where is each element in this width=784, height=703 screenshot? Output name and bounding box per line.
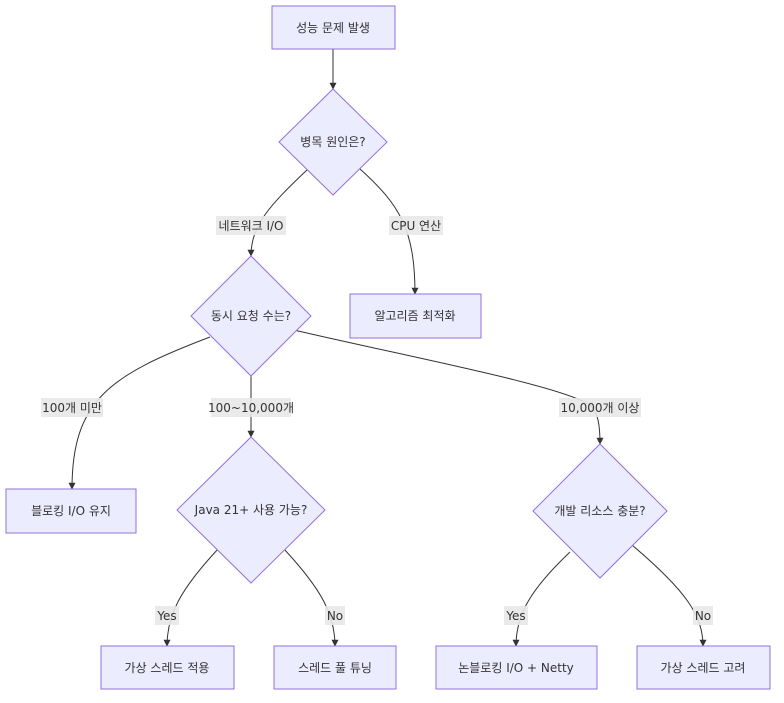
edge-java21-pool-tuning	[283, 548, 339, 647]
edge-concurrency-devres	[293, 329, 604, 445]
node-pool-tuning: 스레드 풀 튜닝	[273, 645, 397, 690]
edge-labels: 네트워크 I/O CPU 연산 100개 미만 100~10,000개 10,0…	[41, 216, 713, 625]
node-concurrency-label: 동시 요청 수는?	[211, 309, 291, 323]
edge-label-mid: 100~10,000개	[208, 398, 294, 417]
edge-java21-virtual-apply	[163, 548, 219, 647]
edge-label-gt10000-text: 10,000개 이상	[561, 401, 640, 415]
edge-label-yes2-text: Yes	[505, 609, 525, 623]
node-nonblocking-label: 논블로킹 I/O + Netty	[458, 661, 574, 675]
edge-label-yes2: Yes	[504, 606, 528, 625]
node-algo: 알고리즘 최적화	[349, 293, 482, 339]
edge-label-cpu-text: CPU 연산	[391, 219, 441, 233]
node-concurrency: 동시 요청 수는?	[190, 255, 312, 377]
edge-label-no2: No	[693, 606, 713, 625]
node-virtual-consider: 가상 스레드 고려	[636, 645, 771, 690]
nodes: 성능 문제 발생 병목 원인은? 알고리즘 최적화 동시 요청 수는? 블로킹 …	[5, 5, 771, 690]
edge-label-yes1-text: Yes	[156, 609, 176, 623]
node-java21-label: Java 21+ 사용 가능?	[194, 503, 308, 517]
node-bottleneck: 병목 원인은?	[278, 88, 388, 196]
node-blocking-label: 블로킹 I/O 유지	[31, 504, 111, 518]
node-bottleneck-label: 병목 원인은?	[300, 135, 365, 149]
edge-label-lt100: 100개 미만	[41, 398, 103, 417]
edge-label-yes1: Yes	[155, 606, 179, 625]
node-virtual-consider-label: 가상 스레드 고려	[661, 661, 746, 675]
edges	[68, 49, 707, 647]
node-java21: Java 21+ 사용 가능?	[176, 436, 326, 584]
edge-label-network-io-text: 네트워크 I/O	[218, 219, 283, 233]
edge-devres-nonblocking	[512, 551, 571, 647]
edge-label-mid-text: 100~10,000개	[208, 401, 294, 415]
edge-label-no1-text: No	[327, 609, 343, 623]
edge-label-cpu: CPU 연산	[389, 216, 443, 235]
node-start: 성능 문제 발생	[271, 5, 396, 50]
node-nonblocking: 논블로킹 I/O + Netty	[435, 645, 598, 690]
node-algo-label: 알고리즘 최적화	[374, 309, 455, 323]
edge-concurrency-blocking	[68, 336, 211, 490]
node-dev-resources: 개발 리소스 충분?	[532, 443, 668, 579]
node-blocking: 블로킹 I/O 유지	[5, 488, 137, 534]
node-start-label: 성능 문제 발생	[296, 21, 370, 35]
node-virtual-apply: 가상 스레드 적용	[100, 645, 235, 690]
edge-devres-virtual-consider	[631, 544, 707, 647]
edge-label-gt10000: 10,000개 이상	[559, 398, 641, 417]
edge-label-no1: No	[325, 606, 345, 625]
node-pool-tuning-label: 스레드 풀 튜닝	[298, 661, 372, 675]
node-dev-resources-label: 개발 리소스 충분?	[554, 504, 645, 518]
edge-label-no2-text: No	[695, 609, 711, 623]
node-virtual-apply-label: 가상 스레드 적용	[125, 661, 210, 675]
edge-label-lt100-text: 100개 미만	[42, 401, 102, 415]
edge-bottleneck-concurrency	[247, 168, 309, 257]
edge-label-network-io: 네트워크 I/O	[216, 216, 286, 235]
